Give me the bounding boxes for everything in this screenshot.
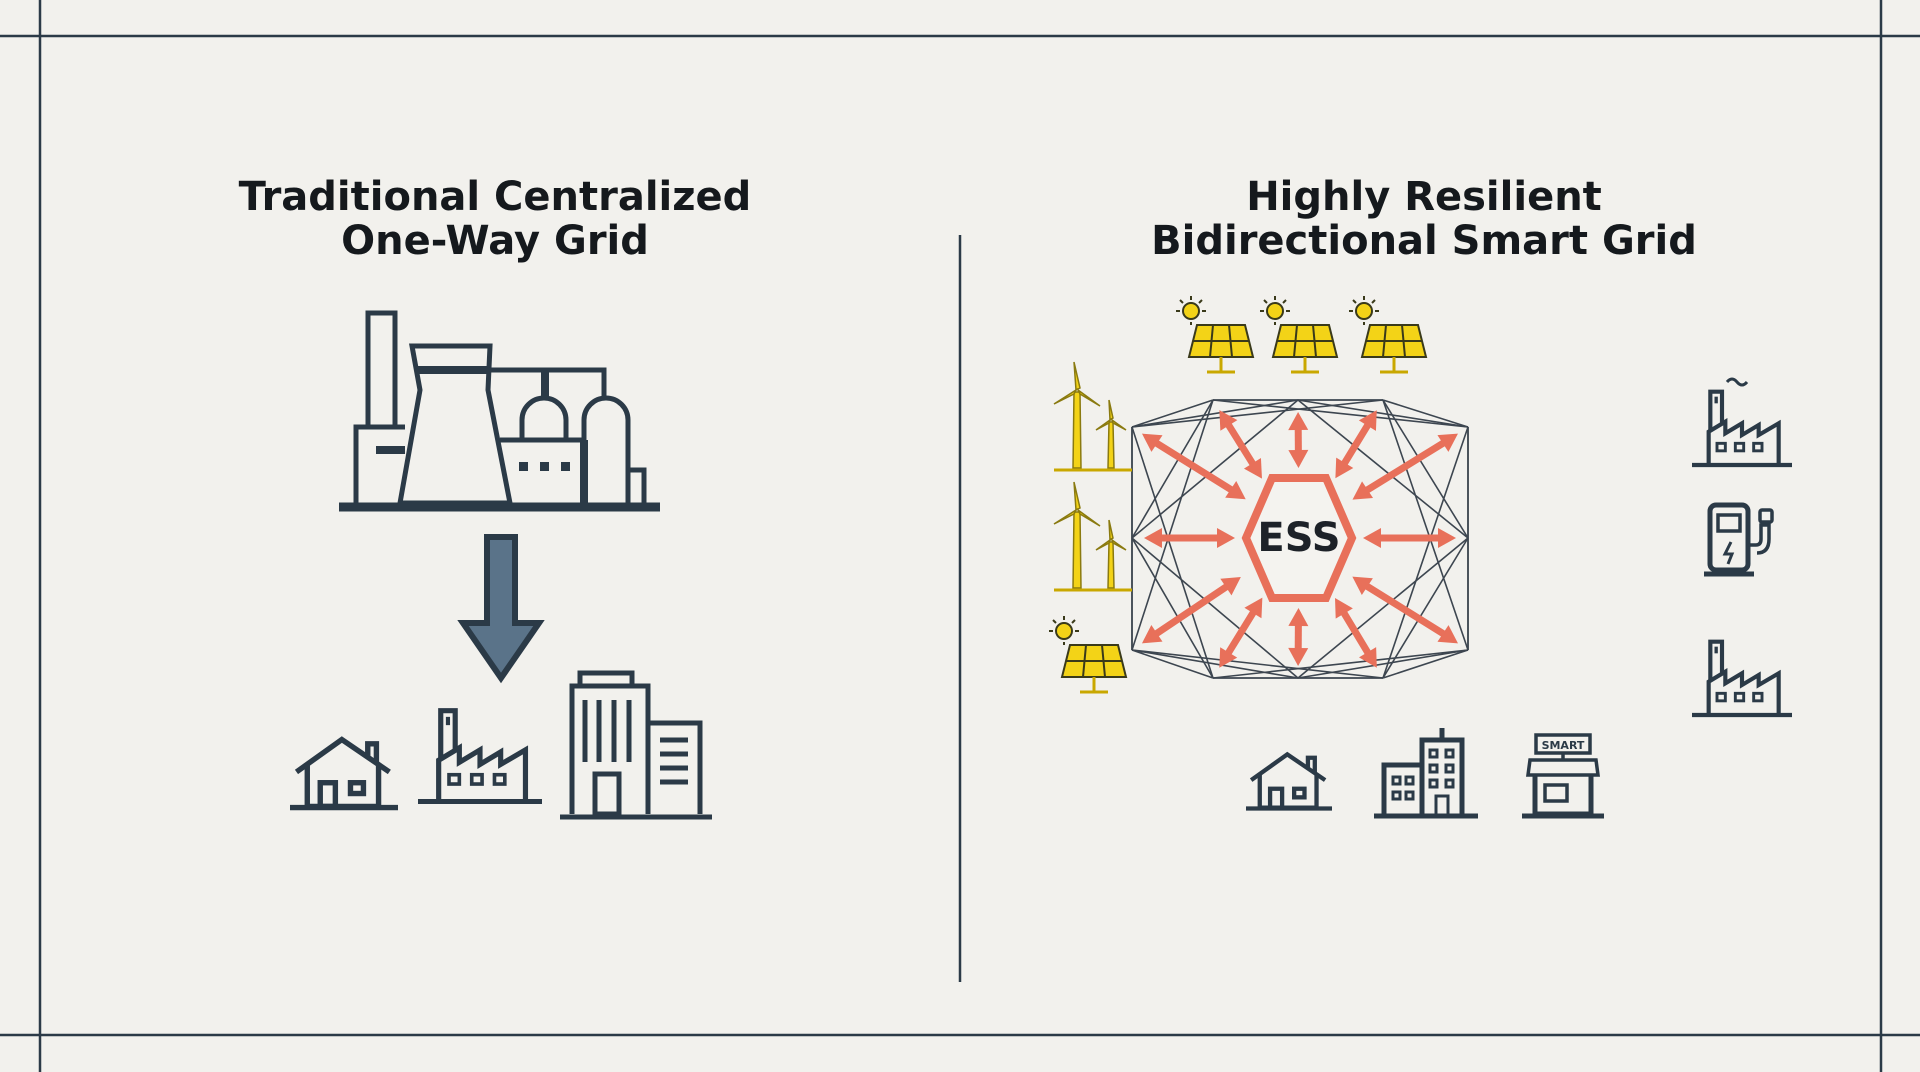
down-arrow-icon <box>457 534 545 684</box>
flow-arrow <box>1352 433 1458 500</box>
flow-arrow <box>1219 410 1262 479</box>
mesh-line <box>1382 537 1469 679</box>
mesh-line <box>1131 649 1299 679</box>
left-title-line1: Traditional Centralized <box>239 174 752 220</box>
mesh-line <box>1382 399 1469 651</box>
flow-arrow <box>1141 576 1241 644</box>
grid-mesh <box>1131 399 1469 679</box>
flow-arrow <box>1144 528 1235 548</box>
right-title-line2: Bidirectional Smart Grid <box>1151 218 1697 264</box>
flow-arrow <box>1288 607 1309 667</box>
mesh-line <box>1131 649 1384 679</box>
flow-arrow <box>1335 410 1377 479</box>
flow-arrow <box>1352 576 1458 644</box>
house-icon <box>1246 754 1332 808</box>
office-building-icon <box>560 670 712 820</box>
solar-panel-icon <box>1259 295 1339 374</box>
factory-icon <box>1692 642 1792 715</box>
ev-charger-icon <box>1704 502 1774 577</box>
wind-turbine-icon <box>1052 480 1132 592</box>
mesh-line <box>1382 399 1469 539</box>
power-plant-icon <box>339 310 660 512</box>
flow-arrow <box>1335 598 1377 668</box>
house-icon <box>290 740 398 808</box>
mesh-line <box>1131 649 1214 679</box>
mesh-line <box>1131 399 1214 428</box>
smart-shop-icon: SMART <box>1522 733 1604 819</box>
mesh-line <box>1297 399 1469 539</box>
mesh-line <box>1131 426 1214 679</box>
flow-arrow <box>1141 433 1246 500</box>
ess-hub-hexagon <box>1241 474 1357 602</box>
flow-arrow <box>1363 528 1456 548</box>
mesh-line <box>1131 399 1384 428</box>
mesh-line <box>1131 399 1214 539</box>
mesh-line <box>1131 399 1214 651</box>
flow-arrow <box>1219 597 1263 668</box>
factory-smoke-icon <box>1692 377 1792 465</box>
left-title-line2: One-Way Grid <box>341 218 649 264</box>
mesh-line <box>1131 537 1214 679</box>
bidirectional-flows <box>1141 410 1458 668</box>
mesh-line <box>1212 399 1469 428</box>
mesh-line <box>1131 399 1299 428</box>
solar-panel-icon <box>1175 295 1255 374</box>
mesh-line <box>1297 537 1469 679</box>
mesh-line <box>1212 649 1469 679</box>
mesh-line <box>1382 399 1469 428</box>
mesh-line <box>1131 399 1299 539</box>
right-title-line1: Highly Resilient <box>1246 174 1602 220</box>
wind-turbine-icon <box>1052 360 1132 472</box>
mesh-line <box>1297 399 1469 428</box>
apartment-building-icon <box>1374 728 1478 819</box>
ess-label: ESS <box>1257 515 1340 561</box>
shop-sign-label: SMART <box>1542 739 1585 752</box>
solar-panel-icon <box>1348 295 1428 374</box>
factory-icon <box>418 711 542 802</box>
solar-panel-icon <box>1048 615 1128 694</box>
flow-arrow <box>1288 411 1309 469</box>
mesh-line <box>1297 649 1469 679</box>
mesh-line <box>1131 537 1299 679</box>
mesh-line <box>1382 426 1469 679</box>
mesh-line <box>1382 649 1469 679</box>
